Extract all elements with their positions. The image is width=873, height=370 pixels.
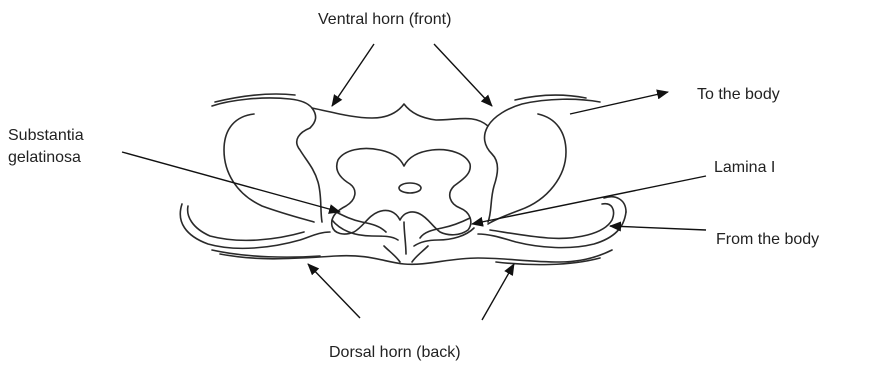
label-dorsal-horn: Dorsal horn (back) [329, 343, 461, 362]
right-ventral-root [485, 99, 600, 222]
arrow-lamina [472, 176, 706, 224]
dorsal-septum-left [384, 246, 400, 262]
label-to-the-body: To the body [697, 85, 780, 104]
arrow-ventral-left [332, 44, 374, 106]
arrow-dorsal-right [482, 264, 514, 320]
arrow-from-body [610, 226, 706, 230]
spinal-cord-outline [180, 94, 626, 265]
grey-matter [332, 148, 474, 262]
arrow-to-body [570, 92, 668, 114]
ventral-notch [312, 104, 488, 126]
label-ventral-horn: Ventral horn (front) [318, 10, 451, 29]
label-gelatinosa: gelatinosa [8, 148, 81, 167]
label-substantia: Substantia [8, 126, 84, 145]
label-lamina-i: Lamina I [714, 158, 775, 177]
arrow-dorsal-left [308, 264, 360, 318]
left-outer-arc [224, 114, 314, 222]
label-from-the-body: From the body [716, 230, 819, 249]
dorsal-median-septum [404, 222, 406, 254]
right-dorsal-root-inner [490, 204, 614, 239]
right-dorsal-horn-cap-outer [414, 228, 474, 246]
left-ventral-root [212, 98, 322, 222]
arrow-ventral-right [434, 44, 492, 106]
label-arrows [122, 44, 706, 320]
central-canal [399, 183, 421, 193]
left-dorsal-root [180, 204, 330, 248]
left-dorsal-root-inner [188, 206, 304, 240]
dorsal-septum-right [412, 246, 428, 262]
